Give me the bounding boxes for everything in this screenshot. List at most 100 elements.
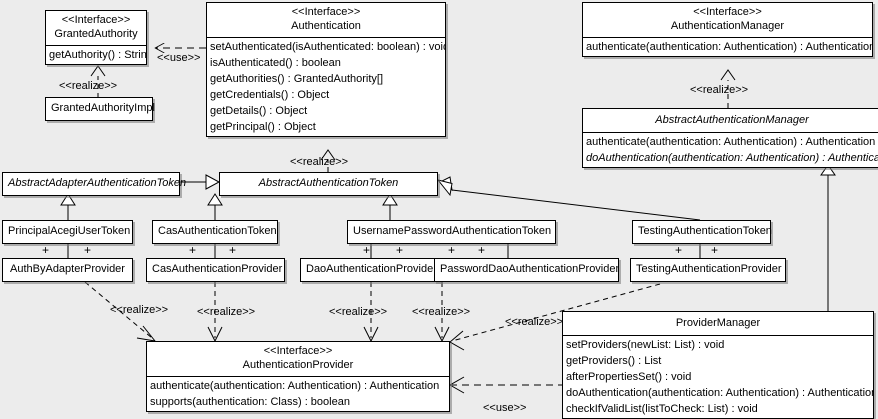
stereotype-label: <<Interface>> (291, 6, 361, 18)
class-member: authenticate(authentication: Authenticat… (586, 136, 876, 148)
class-name-label: DaoAuthenticationProvider (306, 263, 437, 275)
class-box-abstract-authentication-token[interactable]: AbstractAuthenticationToken (219, 172, 438, 196)
class-member: isAuthenticated() : boolean (210, 57, 341, 69)
class-box-testing-authentication-token[interactable]: TestingAuthenticationToken (632, 220, 772, 244)
class-box-granted-authority[interactable]: <<Interface>> GrantedAuthority getAuthor… (45, 10, 147, 65)
class-members-granted-authority: getAuthority() : String (46, 45, 146, 64)
class-name-label: TestingAuthenticationToken (638, 225, 772, 237)
class-name-label: GrantedAuthorityImpl (51, 102, 155, 114)
class-box-password-dao-authentication-provider[interactable]: PasswordDaoAuthenticationProvider (434, 258, 619, 282)
class-member: doAuthentication(authentication: Authent… (586, 152, 878, 164)
class-member: setAuthenticated(isAuthenticated: boolea… (210, 41, 445, 53)
class-member: checkIfValidList(listToCheck: List) : vo… (566, 403, 758, 415)
stereotype-label: <<Interface>> (61, 14, 131, 26)
edge-label-realize-granted-authority-impl: <<realize>> (59, 80, 118, 92)
class-header-provider-manager: ProviderManager (563, 312, 873, 335)
association-marker-plus: + (448, 243, 456, 257)
class-member: setProviders(newList: List) : void (566, 339, 725, 351)
edge-generalization-casauthenticationtoken (207, 193, 223, 220)
class-member: afterPropertiesSet() : void (566, 371, 692, 383)
class-member: authenticate(authentication: Authenticat… (150, 380, 440, 392)
edge-label-realize-testing-provider: <<realize>> (505, 316, 564, 328)
class-header-abstract-adapter-authentication-token: AbstractAdapterAuthenticationToken (3, 173, 187, 195)
class-header-cas-authentication-provider: CasAuthenticationProvider (147, 259, 284, 281)
class-member: getAuthority() : String (49, 49, 146, 61)
class-name-label: ProviderManager (675, 317, 761, 329)
class-member: getPrincipal() : Object (210, 121, 316, 133)
class-member: getDetails() : Object (210, 105, 308, 117)
edge-realize-abstractauthenticationmanager (720, 69, 736, 108)
class-members-authentication: setAuthenticated(isAuthenticated: boolea… (207, 37, 445, 136)
class-header-password-dao-authentication-provider: PasswordDaoAuthenticationProvider (435, 259, 619, 281)
class-header-principal-acegi-user-token: PrincipalAcegiUserToken (3, 221, 132, 243)
class-name-label: Authentication (291, 20, 361, 32)
association-marker-plus: + (229, 243, 237, 257)
class-header-authentication-manager: <<Interface>> AuthenticationManager (583, 3, 872, 37)
class-box-provider-manager[interactable]: ProviderManager setProviders(newList: Li… (562, 311, 874, 419)
edge-label-realize-password-dao-provider: <<realize>> (412, 306, 471, 318)
class-member: doAuthentication(authentication: Authent… (566, 387, 873, 399)
class-header-abstract-authentication-manager: AbstractAuthenticationManager (583, 109, 878, 132)
association-marker-plus: + (189, 243, 197, 257)
edge-label-use-provider-manager: <<use>> (483, 402, 527, 414)
edge-generalization-usernamepasswordtoken (382, 193, 398, 220)
edge-generalization-principalacegiusertoken (60, 193, 76, 220)
class-name-label: AuthenticationManager (670, 20, 785, 32)
class-box-abstract-adapter-authentication-token[interactable]: AbstractAdapterAuthenticationToken (2, 172, 187, 196)
edge-label-realize-auth-by-adapter: <<realize>> (110, 304, 169, 316)
class-box-cas-authentication-token[interactable]: CasAuthenticationToken (152, 220, 278, 244)
class-header-auth-by-adapter-provider: AuthByAdapterProvider (3, 259, 132, 281)
class-name-label: AuthByAdapterProvider (10, 263, 125, 275)
class-box-principal-acegi-user-token[interactable]: PrincipalAcegiUserToken (2, 220, 133, 244)
class-member: authenticate(authentication: Authenticat… (586, 41, 872, 53)
association-marker-plus: + (478, 243, 486, 257)
association-marker-plus: + (711, 243, 719, 257)
class-member: getProviders() : List (566, 355, 662, 367)
class-members-authentication-provider: authenticate(authentication: Authenticat… (147, 376, 449, 411)
stereotype-label: <<Interface>> (263, 345, 333, 357)
class-name-label: AbstractAuthenticationManager (655, 114, 809, 126)
class-box-testing-authentication-provider[interactable]: TestingAuthenticationProvider (630, 258, 786, 282)
class-box-auth-by-adapter-provider[interactable]: AuthByAdapterProvider (2, 258, 133, 282)
class-member: getCredentials() : Object (210, 89, 330, 101)
class-header-authentication: <<Interface>> Authentication (207, 3, 445, 37)
class-name-label: PrincipalAcegiUserToken (8, 225, 131, 237)
edge-label-realize-authentication: <<realize>> (290, 156, 349, 168)
class-box-abstract-authentication-manager[interactable]: AbstractAuthenticationManager authentica… (582, 108, 878, 168)
edge-generalization-testingauthenticationtoken (436, 176, 701, 221)
class-header-authentication-provider: <<Interface>> AuthenticationProvider (147, 342, 449, 376)
class-header-testing-authentication-provider: TestingAuthenticationProvider (631, 259, 785, 281)
class-box-cas-authentication-provider[interactable]: CasAuthenticationProvider (146, 258, 285, 282)
class-name-label: TestingAuthenticationProvider (636, 263, 782, 275)
class-member: getAuthorities() : GrantedAuthority[] (210, 73, 384, 85)
class-name-label: CasAuthenticationToken (158, 225, 277, 237)
class-name-label: AuthenticationProvider (242, 359, 354, 371)
class-header-testing-authentication-token: TestingAuthenticationToken (633, 221, 772, 243)
class-header-granted-authority-impl: GrantedAuthorityImpl (46, 98, 155, 120)
association-marker-plus: + (42, 243, 50, 257)
class-header-granted-authority: <<Interface>> GrantedAuthority (46, 11, 146, 45)
association-marker-plus: + (84, 243, 92, 257)
class-member: supports(authentication: Class) : boolea… (150, 396, 350, 408)
stereotype-label: <<Interface>> (693, 6, 762, 18)
class-name-label: AbstractAdapterAuthenticationToken (8, 177, 187, 189)
class-box-authentication[interactable]: <<Interface>> Authentication setAuthenti… (206, 2, 446, 137)
class-box-username-password-authentication-token[interactable]: UsernamePasswordAuthenticationToken (347, 220, 556, 244)
class-box-authentication-provider[interactable]: <<Interface>> AuthenticationProvider aut… (146, 341, 450, 412)
association-marker-plus: + (396, 243, 404, 257)
class-box-authentication-manager[interactable]: <<Interface>> AuthenticationManager auth… (582, 2, 873, 57)
class-box-granted-authority-impl[interactable]: GrantedAuthorityImpl (45, 97, 155, 121)
class-members-authentication-manager: authenticate(authentication: Authenticat… (583, 37, 872, 56)
association-marker-plus: + (675, 243, 683, 257)
edge-label-realize-authentication-manager: <<realize>> (690, 84, 749, 96)
class-header-cas-authentication-token: CasAuthenticationToken (153, 221, 277, 243)
edge-generalization-providermanager (820, 164, 836, 311)
class-header-abstract-authentication-token: AbstractAuthenticationToken (220, 173, 437, 195)
class-header-dao-authentication-provider: DaoAuthenticationProvider (301, 259, 440, 281)
class-box-dao-authentication-provider[interactable]: DaoAuthenticationProvider (300, 258, 441, 282)
edge-realize-testingauthenticationprovider (449, 283, 661, 351)
edge-label-realize-dao-provider: <<realize>> (329, 306, 388, 318)
class-members-provider-manager: setProviders(newList: List) : void getPr… (563, 335, 873, 418)
edge-label-use-granted-authority: <<use>> (157, 52, 201, 64)
